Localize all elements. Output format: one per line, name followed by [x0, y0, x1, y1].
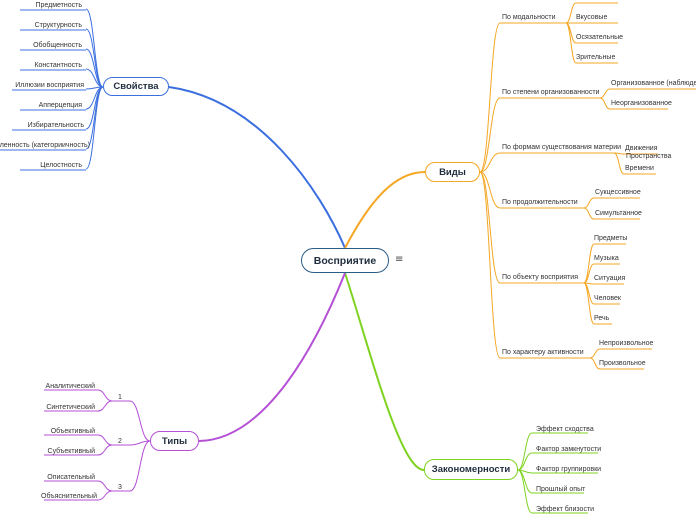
svoistva-item[interactable]: Обобщенность	[33, 42, 82, 49]
vidy-item-connector	[583, 207, 595, 220]
vidy-item-connector	[565, 2, 577, 24]
vidy-connector	[479, 171, 501, 209]
zak-connector	[517, 432, 533, 471]
tipy-group[interactable]: 1	[118, 394, 122, 401]
main-topic-tipy[interactable]: Типы	[150, 431, 199, 451]
vidy-item[interactable]: Движения	[625, 145, 658, 152]
tipy-item[interactable]: Объективный	[50, 428, 95, 435]
vidy-item-connector	[583, 263, 595, 284]
vidy-group[interactable]: По степени организованности	[502, 89, 600, 96]
vidy-item[interactable]: Предметы	[594, 235, 628, 242]
svoistva-item[interactable]: Целостность	[40, 162, 82, 169]
main-topic-svoistva-label: Свойства	[113, 81, 159, 92]
svoistva-connector	[85, 86, 104, 150]
vidy-group[interactable]: По характеру активности	[502, 349, 584, 356]
vidy-connector	[479, 97, 501, 173]
vidy-item[interactable]: Человек	[594, 295, 621, 302]
branch-vidy	[344, 171, 426, 249]
vidy-item-connector	[613, 152, 625, 175]
vidy-item[interactable]: Сукцессивное	[595, 189, 641, 196]
svoistva-connector	[85, 68, 104, 88]
zakonomernosti-item[interactable]: Фактор замкнутости	[536, 446, 602, 453]
vidy-item[interactable]: Симультанное	[595, 210, 642, 217]
vidy-item-connector	[565, 22, 577, 64]
tipy-item-connector	[97, 480, 113, 492]
branch-zakonomernosti	[344, 272, 425, 471]
svoistva-item[interactable]: Иллюзии восприятия	[15, 82, 84, 89]
svoistva-item[interactable]: Предметность	[35, 2, 82, 9]
vidy-item[interactable]: Зрительные	[576, 54, 616, 61]
central-topic-label: Восприятие	[313, 254, 377, 267]
vidy-group[interactable]: По модальности	[502, 14, 556, 21]
svoistva-item[interactable]: Осмысленность (категориичность)	[0, 142, 90, 149]
vidy-connector	[479, 171, 501, 359]
branch-tipy	[198, 272, 346, 442]
main-topic-tipy-label: Типы	[161, 435, 188, 447]
vidy-item-connector	[583, 243, 595, 284]
zakonomernosti-item[interactable]: Эффект близости	[536, 506, 595, 513]
main-topic-zakonomernosti[interactable]: Закономерности	[424, 459, 518, 480]
zak-connector	[517, 469, 533, 514]
svoistva-connector	[85, 86, 104, 170]
tipy-connector	[129, 440, 151, 492]
tipy-connector	[129, 400, 151, 442]
tipy-item-connector	[97, 444, 113, 456]
vidy-connector	[479, 22, 501, 173]
vidy-item[interactable]: Пространства	[626, 153, 672, 160]
vidy-group[interactable]: По формам существования материи	[502, 144, 622, 151]
central-topic[interactable]: Восприятие	[301, 248, 389, 273]
tipy-item[interactable]: Субъективный	[47, 448, 95, 455]
zakonomernosti-item[interactable]: Фактор группировки	[536, 466, 602, 473]
svoistva-connector	[85, 8, 104, 88]
vidy-item-connector	[583, 197, 595, 209]
main-topic-zakonomernosti-label: Закономерности	[431, 464, 511, 475]
vidy-item-connector	[589, 348, 601, 359]
hamburger-icon[interactable]: ≡	[395, 254, 404, 265]
vidy-connector	[479, 152, 501, 173]
tipy-item-connector	[97, 434, 113, 446]
tipy-item-connector	[97, 389, 113, 402]
svoistva-item[interactable]: Константность	[34, 62, 82, 69]
svoistva-connector	[85, 28, 104, 88]
vidy-item[interactable]: Неорганизованное	[611, 100, 672, 107]
tipy-item[interactable]: Объяснительный	[41, 493, 97, 500]
svoistva-item[interactable]: Апперцепция	[38, 102, 82, 109]
branch-svoistva	[168, 86, 346, 249]
vidy-item[interactable]: Вкусовые	[576, 14, 608, 21]
main-topic-svoistva[interactable]: Свойства	[103, 77, 169, 96]
vidy-group[interactable]: По продолжительности	[502, 199, 578, 206]
tipy-item-connector	[97, 400, 113, 412]
vidy-item[interactable]: Ситуация	[594, 275, 626, 282]
svoistva-item[interactable]: Структурность	[34, 22, 82, 29]
vidy-item[interactable]: Произвольное	[599, 360, 646, 367]
main-topic-vidy-label: Виды	[439, 166, 466, 178]
vidy-item[interactable]: Осязательные	[576, 34, 623, 41]
vidy-item-connector	[589, 357, 601, 370]
vidy-item[interactable]: Организованное (наблюдение)	[611, 80, 696, 87]
tipy-item[interactable]: Синтетический	[46, 404, 95, 411]
vidy-connector	[479, 171, 501, 284]
zakonomernosti-item[interactable]: Эффект сходства	[536, 426, 594, 433]
svoistva-connector	[85, 48, 104, 88]
vidy-item[interactable]: Непроизвольное	[599, 340, 654, 347]
tipy-group[interactable]: 3	[118, 484, 122, 491]
tipy-item[interactable]: Описательный	[47, 474, 95, 481]
main-topic-vidy[interactable]: Виды	[425, 162, 480, 182]
tipy-item[interactable]: Аналитический	[45, 383, 95, 390]
tipy-group[interactable]: 2	[118, 438, 122, 445]
vidy-group[interactable]: По объекту восприятия	[502, 274, 579, 281]
zak-connector	[517, 452, 533, 471]
tipy-connector	[129, 440, 151, 446]
svoistva-item[interactable]: Избирательность	[27, 122, 84, 129]
tipy-item-connector	[97, 490, 113, 501]
vidy-item[interactable]: Речь	[594, 315, 610, 322]
vidy-item[interactable]: Музыка	[594, 255, 619, 262]
vidy-item-connector	[599, 88, 611, 99]
zakonomernosti-item[interactable]: Прошлый опыт	[536, 486, 586, 493]
vidy-item[interactable]: Времени	[625, 165, 654, 172]
vidy-item-connector	[583, 282, 595, 325]
vidy-item-connector	[599, 97, 611, 110]
